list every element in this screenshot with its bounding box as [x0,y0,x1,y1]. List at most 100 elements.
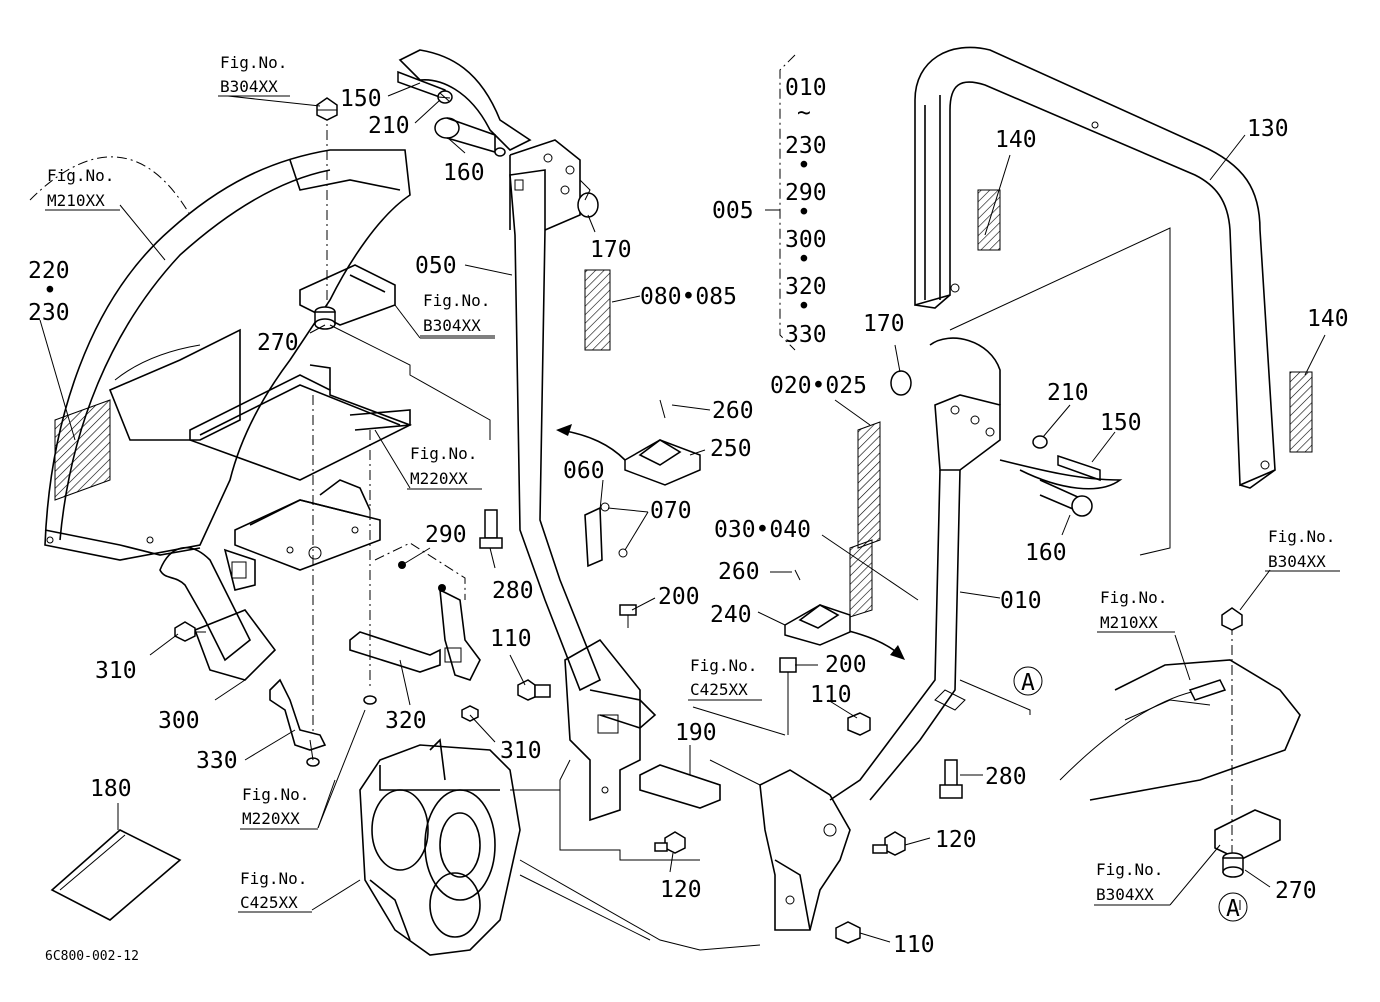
seat-plate-assembly [189,364,412,571]
label-200-right: 200 [825,652,867,678]
svg-text:B304XX: B304XX [423,316,481,335]
label-list-290: 290 [785,180,827,206]
label-070: 070 [650,498,692,524]
label-230: 230 [28,300,70,326]
label-050: 050 [415,253,457,279]
svg-text:B304XX: B304XX [1096,885,1154,904]
bolt-310-left [174,621,206,642]
svg-text:Fig.No.: Fig.No. [220,53,287,72]
bracket-060 [584,506,603,568]
label-005: 005 [712,198,754,224]
bolt-200-left [619,604,637,628]
bolt-200-right [779,657,797,735]
nut-170-right [890,370,912,396]
figref-m210-left: Fig.No. M210XX [45,166,120,211]
nut-170-left [577,192,599,218]
label-220-dot: • [43,278,57,304]
bracket-330 [269,678,327,751]
part-number-labels: 150 210 160 170 050 080•085 270 220 • 23… [28,75,1349,958]
label-list-300: 300 [785,227,827,253]
label-160: 160 [443,160,485,186]
label-210: 210 [368,113,410,139]
label-280-right: 280 [985,764,1027,790]
spring-210-left [437,90,453,104]
label-310-right: 310 [500,738,542,764]
svg-text:B304XX: B304XX [1268,552,1326,571]
svg-text:Fig.No.: Fig.No. [423,291,490,310]
label-270-right: 270 [1275,878,1317,904]
bolt-110-bottom [835,921,861,944]
figref-m220-lower: Fig.No. M220XX [240,785,318,830]
label-list-dot-1: • [797,153,811,179]
label-160-right: 160 [1025,540,1067,566]
right-fender-detail [1059,659,1301,801]
decal-140-lower [1289,371,1313,453]
label-list-dot-2: • [797,200,811,226]
label-200: 200 [658,584,700,610]
figref-b304-right-top: Fig.No. B304XX [1265,527,1340,572]
grommet-250 [624,439,701,486]
label-030-040: 030•040 [714,517,811,543]
svg-text:M220XX: M220XX [242,809,300,828]
figure-references: Fig.No. B304XX Fig.No. M210XX Fig.No. B3… [45,53,1340,913]
svg-text:M210XX: M210XX [1100,613,1158,632]
rubber-mount-270-left [314,306,336,330]
figref-c425-left: Fig.No. C425XX [238,869,312,913]
label-110-right: 110 [810,682,852,708]
reference-circle-a-2 [1218,892,1248,922]
decal-020-025 [857,421,881,549]
svg-text:B304XX: B304XX [220,77,278,96]
label-110: 110 [490,626,532,652]
figref-b304-right-bottom: Fig.No. B304XX [1094,860,1170,906]
label-170: 170 [590,237,632,263]
svg-text:Fig.No.: Fig.No. [47,166,114,185]
label-140-lower: 140 [1307,306,1349,332]
label-150-right: 150 [1100,410,1142,436]
label-330: 330 [196,748,238,774]
rops-post-right-010 [759,337,1001,931]
label-320: 320 [385,708,427,734]
figref-c425-center: Fig.No. C425XX [688,656,762,701]
label-260-right: 260 [718,559,760,585]
pin-150-right [999,454,1123,490]
bolt-110-right [847,712,871,736]
label-010: 010 [1000,588,1042,614]
svg-text:Fig.No.: Fig.No. [1100,588,1167,607]
svg-text:C425XX: C425XX [240,893,298,912]
buckle-bracket-320 [349,588,481,681]
svg-text:M220XX: M220XX [410,469,468,488]
seat-belt-300 [159,546,277,681]
label-120: 120 [660,877,702,903]
bolt-120-left [654,831,686,854]
svg-text:Fig.No.: Fig.No. [1096,860,1163,879]
label-list-010: 010 [785,75,827,101]
flange-nut-top [316,97,338,121]
figref-m220-upper: Fig.No. M220XX [407,444,482,490]
label-140-upper: 140 [995,127,1037,153]
label-280: 280 [492,578,534,604]
svg-text:Fig.No.: Fig.No. [240,869,307,888]
plate-190 [639,764,721,809]
label-list-tilde: ~ [797,100,811,126]
decal-080-085 [584,269,611,351]
figref-b304-mid: Fig.No. B304XX [420,291,495,337]
label-170-right: 170 [863,311,905,337]
label-210-right: 210 [1047,380,1089,406]
label-list-230: 230 [785,133,827,159]
rops-post-left-050 [509,139,657,822]
figref-b304-top-left: Fig.No. B304XX [218,53,290,97]
seat-cover-180 [50,829,182,921]
label-300: 300 [158,708,200,734]
bolt-160-right [1039,479,1093,517]
label-270: 270 [257,330,299,356]
fender-assembly [29,149,411,561]
label-150: 150 [340,86,382,112]
leader-lines [39,82,1326,943]
label-list-330: 330 [785,322,827,348]
label-190: 190 [675,720,717,746]
label-060: 060 [563,458,605,484]
label-080-085: 080•085 [640,284,737,310]
svg-text:Fig.No.: Fig.No. [410,444,477,463]
pin-150-left [397,49,532,151]
